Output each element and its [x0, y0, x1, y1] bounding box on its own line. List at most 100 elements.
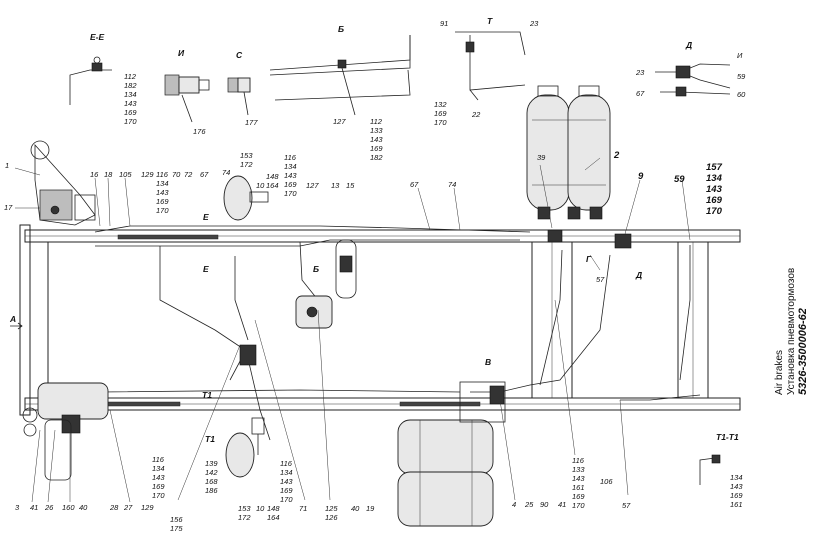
valves [239, 229, 632, 405]
top-list-a-3: 169 [156, 197, 169, 206]
detail-view-s [227, 77, 251, 116]
air-receivers [526, 85, 611, 220]
view-arrow-d: Д [635, 270, 642, 280]
d-callout-67: 67 [636, 89, 645, 98]
bottom-list-139-0: 139 [205, 459, 218, 468]
section-label-i: И [178, 48, 185, 58]
bottom-list-156-0: 156 [170, 515, 183, 524]
callout-127-mid: 127 [306, 181, 319, 190]
d-callout-i: И [737, 51, 743, 60]
bottom-list-b-4: 170 [280, 495, 293, 504]
callout-127-top: 127 [333, 117, 346, 126]
callout-67: 67 [200, 170, 209, 179]
bottom-list-c-0: 116 [572, 456, 585, 465]
detail-view-b [269, 35, 411, 116]
front-axle-group [22, 382, 109, 481]
section-label-d: Д [685, 40, 692, 50]
callout-16: 16 [90, 170, 99, 179]
b-callout-4: 182 [370, 153, 383, 162]
view-arrow-b: Б [313, 264, 319, 274]
callout-176: 176 [193, 127, 206, 136]
bottom-3: 3 [15, 503, 20, 512]
callout-67-mid: 67 [410, 180, 419, 189]
view-label-e-lower: Е [203, 264, 209, 274]
list-153-1: 172 [240, 160, 253, 169]
callout-70: 70 [172, 170, 181, 179]
d-callout-60: 60 [737, 90, 746, 99]
air-lines [59, 225, 701, 441]
bottom-71: 71 [299, 504, 307, 513]
detail-view-t1t1 [699, 454, 721, 485]
fuel-tank [397, 381, 506, 527]
list-148-1: 164 [266, 181, 279, 190]
drawing-code: 5326-3500006-62 [797, 308, 809, 395]
list-153-0: 153 [240, 151, 253, 160]
callout-72: 72 [184, 170, 193, 179]
right-callout-2: 143 [706, 184, 723, 195]
right-callout-1: 134 [706, 173, 723, 184]
bottom-160: 160 [62, 503, 75, 512]
bottom-list-a-1: 134 [152, 464, 165, 473]
view-arrow-a-shape [10, 322, 23, 330]
detail-view-d [655, 63, 731, 97]
callout-2: 2 [613, 150, 620, 161]
callout-91: 91 [440, 19, 448, 28]
ee-callout-2: 134 [124, 90, 137, 99]
callout-74-mid: 74 [448, 180, 456, 189]
callout-15: 15 [346, 181, 355, 190]
section-label-s: С [236, 50, 243, 60]
title-block: 5326-3500006-62 Установка пневмотормозов… [774, 268, 809, 395]
bottom-list-125-0: 125 [325, 504, 338, 513]
callout-23-top: 23 [529, 19, 539, 28]
section-label-b: Б [338, 24, 344, 34]
right-callout-3: 169 [706, 195, 723, 206]
view-label-e-upper: Е [203, 212, 209, 222]
d-callout-23: 23 [635, 68, 645, 77]
top-list-b-0: 116 [284, 153, 297, 162]
top-list-a-1: 134 [156, 179, 169, 188]
detail-view-ee [69, 56, 112, 105]
b-callout-1: 133 [370, 126, 383, 135]
callout-1: 1 [5, 161, 9, 170]
t1t1-callout-0: 134 [730, 473, 743, 482]
bottom-list-c-5: 170 [572, 501, 585, 510]
view-label-g: Г [586, 254, 592, 264]
t-callout-1: 169 [434, 109, 447, 118]
bottom-list-c-1: 133 [572, 465, 585, 474]
callout-22: 22 [471, 110, 481, 119]
bottom-list-153-1: 172 [238, 513, 251, 522]
t1t1-callout-1: 143 [730, 482, 743, 491]
bottom-25: 25 [524, 500, 534, 509]
bottom-list-b-1: 134 [280, 468, 293, 477]
bottom-41b: 41 [558, 500, 566, 509]
ee-callout-1: 182 [124, 81, 137, 90]
callout-10-top: 10 [256, 181, 265, 190]
bottom-list-b-0: 116 [280, 459, 293, 468]
bottom-129: 129 [141, 503, 154, 512]
bottom-10: 10 [256, 504, 265, 513]
view-label-a: А [9, 314, 16, 324]
b-callout-3: 169 [370, 144, 383, 153]
callout-177: 177 [245, 118, 258, 127]
bottom-19: 19 [366, 504, 375, 513]
bottom-list-139-2: 168 [205, 477, 218, 486]
ee-callout-5: 170 [124, 117, 137, 126]
bottom-list-b-3: 169 [280, 486, 293, 495]
section-label-ee: Е-Е [90, 32, 105, 42]
top-list-b-2: 143 [284, 171, 297, 180]
top-list-b-4: 170 [284, 189, 297, 198]
bottom-list-153-0: 153 [238, 504, 251, 513]
callout-74: 74 [222, 168, 230, 177]
bottom-40: 40 [79, 503, 88, 512]
t-callout-2: 170 [434, 118, 447, 127]
detail-view-i [164, 74, 210, 123]
leader-lines [14, 157, 691, 503]
bottom-40b: 40 [351, 504, 360, 513]
detail-view-t [455, 31, 526, 101]
t-callout-0: 132 [434, 100, 447, 109]
callout-105: 105 [119, 170, 132, 179]
bottom-106: 106 [600, 477, 613, 486]
bottom-26: 26 [44, 503, 54, 512]
bottom-list-139-1: 142 [205, 468, 218, 477]
bottom-list-b-2: 143 [280, 477, 293, 486]
